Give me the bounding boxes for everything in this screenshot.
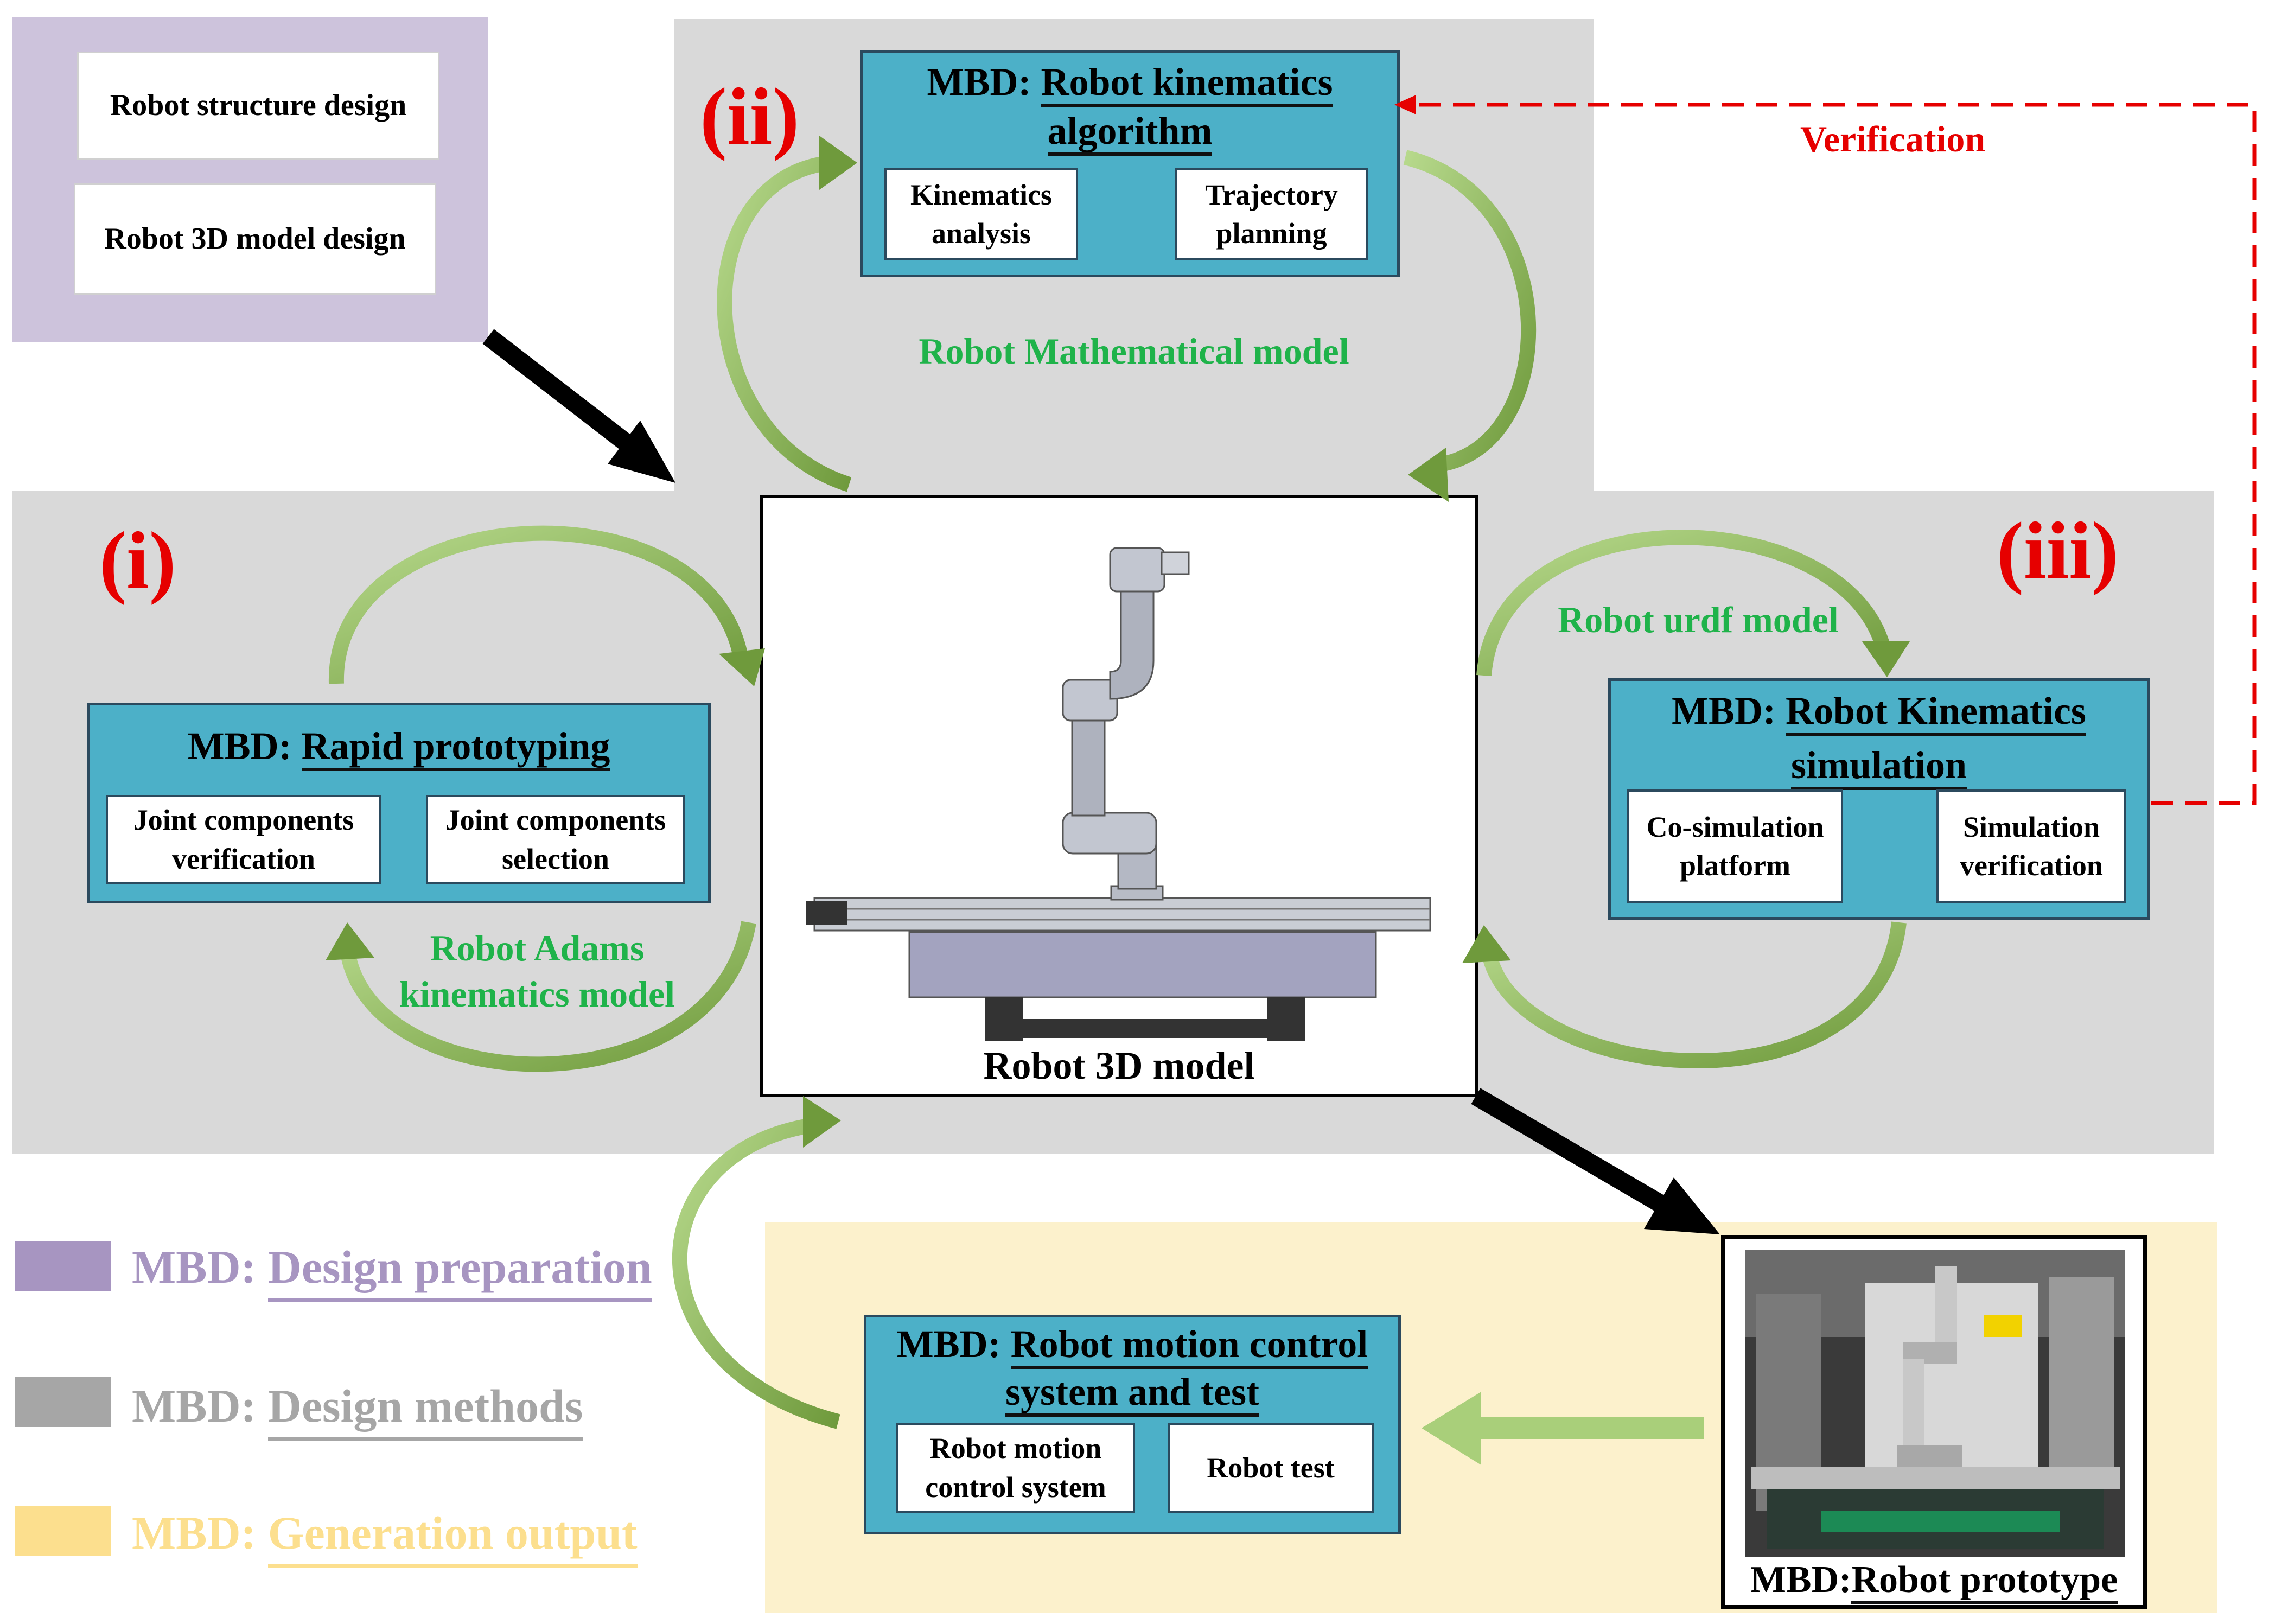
joint-verification-label: Joint components verification — [133, 804, 354, 875]
kinematics-simulation-box: MBD: Robot Kinematics simulation Co-simu… — [1608, 678, 2150, 920]
section-iii-label: (iii) — [1997, 506, 2119, 596]
kinematics-algorithm-box: MBD: Robot kinematics algorithm Kinemati… — [860, 50, 1400, 277]
legend: MBD: Design preparation MBD: Design meth… — [15, 1232, 721, 1579]
robot-structure-design-label: Robot structure design — [110, 88, 407, 123]
kinematics-algorithm-prefix: MBD: — [927, 60, 1031, 104]
legend-item-output: MBD: Generation output — [132, 1507, 638, 1568]
co-simulation-label: Co-simulation platform — [1646, 810, 1824, 882]
motion-control-system-box: Robot motion control system — [896, 1423, 1135, 1513]
motion-control-prefix: MBD: — [896, 1322, 1001, 1366]
legend-text-methods: Design methods — [267, 1380, 583, 1441]
legend-prefix-output: MBD: — [132, 1507, 257, 1559]
joint-verification-box: Joint components verification — [106, 795, 381, 884]
urdf-model-caption: Robot urdf model — [1558, 599, 1839, 640]
robot-3d-model-design-box: Robot 3D model design — [74, 183, 436, 295]
motion-control-title: MBD: Robot motion control — [866, 1320, 1398, 1369]
rapid-prototyping-prefix: MBD: — [187, 724, 292, 768]
rapid-prototyping-box: MBD: Rapid prototyping Joint components … — [87, 703, 711, 903]
robot-prototype-caption: MBD:Robot prototype — [1725, 1558, 2143, 1604]
kinematics-simulation-title-2: simulation — [1611, 741, 2147, 790]
verification-label: Verification — [1800, 118, 1986, 160]
robot-3d-model-image — [806, 547, 1431, 1041]
motion-control-title-line2: system and test — [1005, 1370, 1259, 1417]
trajectory-planning-label: Trajectory planning — [1205, 178, 1338, 250]
math-model-caption: Robot Mathematical model — [919, 330, 1349, 372]
legend-prefix-preparation: MBD: — [132, 1241, 257, 1293]
robot-prototype-box: MBD:Robot prototype — [1721, 1235, 2147, 1609]
rapid-prototyping-title-text: Rapid prototyping — [301, 724, 610, 771]
legend-swatch-preparation — [15, 1241, 111, 1291]
kinematics-algorithm-title-line1: Robot kinematics — [1041, 60, 1333, 107]
kinematics-analysis-box: Kinematics analysis — [884, 168, 1078, 260]
trajectory-planning-box: Trajectory planning — [1175, 168, 1368, 260]
section-ii-label: (ii) — [700, 72, 800, 162]
adams-model-caption: Robot Adams kinematics model — [399, 927, 675, 1015]
rapid-prototyping-title: MBD: Rapid prototyping — [90, 722, 708, 771]
robot-prototype-prefix: MBD: — [1750, 1559, 1852, 1601]
simulation-verification-label: Simulation verification — [1960, 810, 2103, 882]
kinematics-simulation-title-line2: simulation — [1790, 743, 1967, 790]
robot-3d-model-caption: Robot 3D model — [983, 1044, 1255, 1087]
kinematics-algorithm-title-2: algorithm — [863, 106, 1397, 156]
legend-text-preparation: Design preparation — [267, 1241, 652, 1302]
legend-item-preparation: MBD: Design preparation — [132, 1241, 652, 1302]
legend-prefix-methods: MBD: — [132, 1380, 257, 1432]
robot-prototype-title: Robot prototype — [1851, 1559, 2118, 1604]
simulation-verification-box: Simulation verification — [1936, 789, 2126, 903]
robot-structure-design-box: Robot structure design — [77, 52, 439, 160]
motion-control-box: MBD: Robot motion control system and tes… — [864, 1315, 1401, 1534]
legend-item-methods: MBD: Design methods — [132, 1380, 583, 1441]
kinematics-simulation-title: MBD: Robot Kinematics — [1611, 686, 2147, 736]
joint-selection-box: Joint components selection — [426, 795, 685, 884]
motion-control-title-line1: Robot motion control — [1010, 1322, 1368, 1369]
kinematics-simulation-prefix: MBD: — [1672, 689, 1776, 733]
black-arrow-prep-to-model — [482, 329, 675, 483]
motion-control-system-label: Robot motion control system — [925, 1432, 1106, 1504]
kinematics-algorithm-title-line2: algorithm — [1047, 109, 1213, 156]
robot-prototype-photo — [1745, 1250, 2125, 1557]
kinematics-analysis-label: Kinematics analysis — [910, 178, 1052, 250]
motion-control-title-2: system and test — [866, 1367, 1398, 1417]
section-i-label: (i) — [99, 515, 176, 606]
robot-test-box: Robot test — [1168, 1423, 1374, 1513]
co-simulation-box: Co-simulation platform — [1627, 789, 1843, 903]
kinematics-algorithm-title: MBD: Robot kinematics — [863, 58, 1397, 107]
robot-test-label: Robot test — [1207, 1451, 1335, 1484]
robot-3d-model-box: Robot 3D model — [760, 495, 1478, 1097]
kinematics-simulation-title-line1: Robot Kinematics — [1785, 689, 2086, 736]
legend-swatch-methods — [15, 1377, 111, 1427]
legend-text-output: Generation output — [267, 1507, 638, 1568]
legend-swatch-output — [15, 1506, 111, 1556]
joint-selection-label: Joint components selection — [445, 804, 666, 875]
robot-3d-model-design-label: Robot 3D model design — [104, 221, 406, 256]
